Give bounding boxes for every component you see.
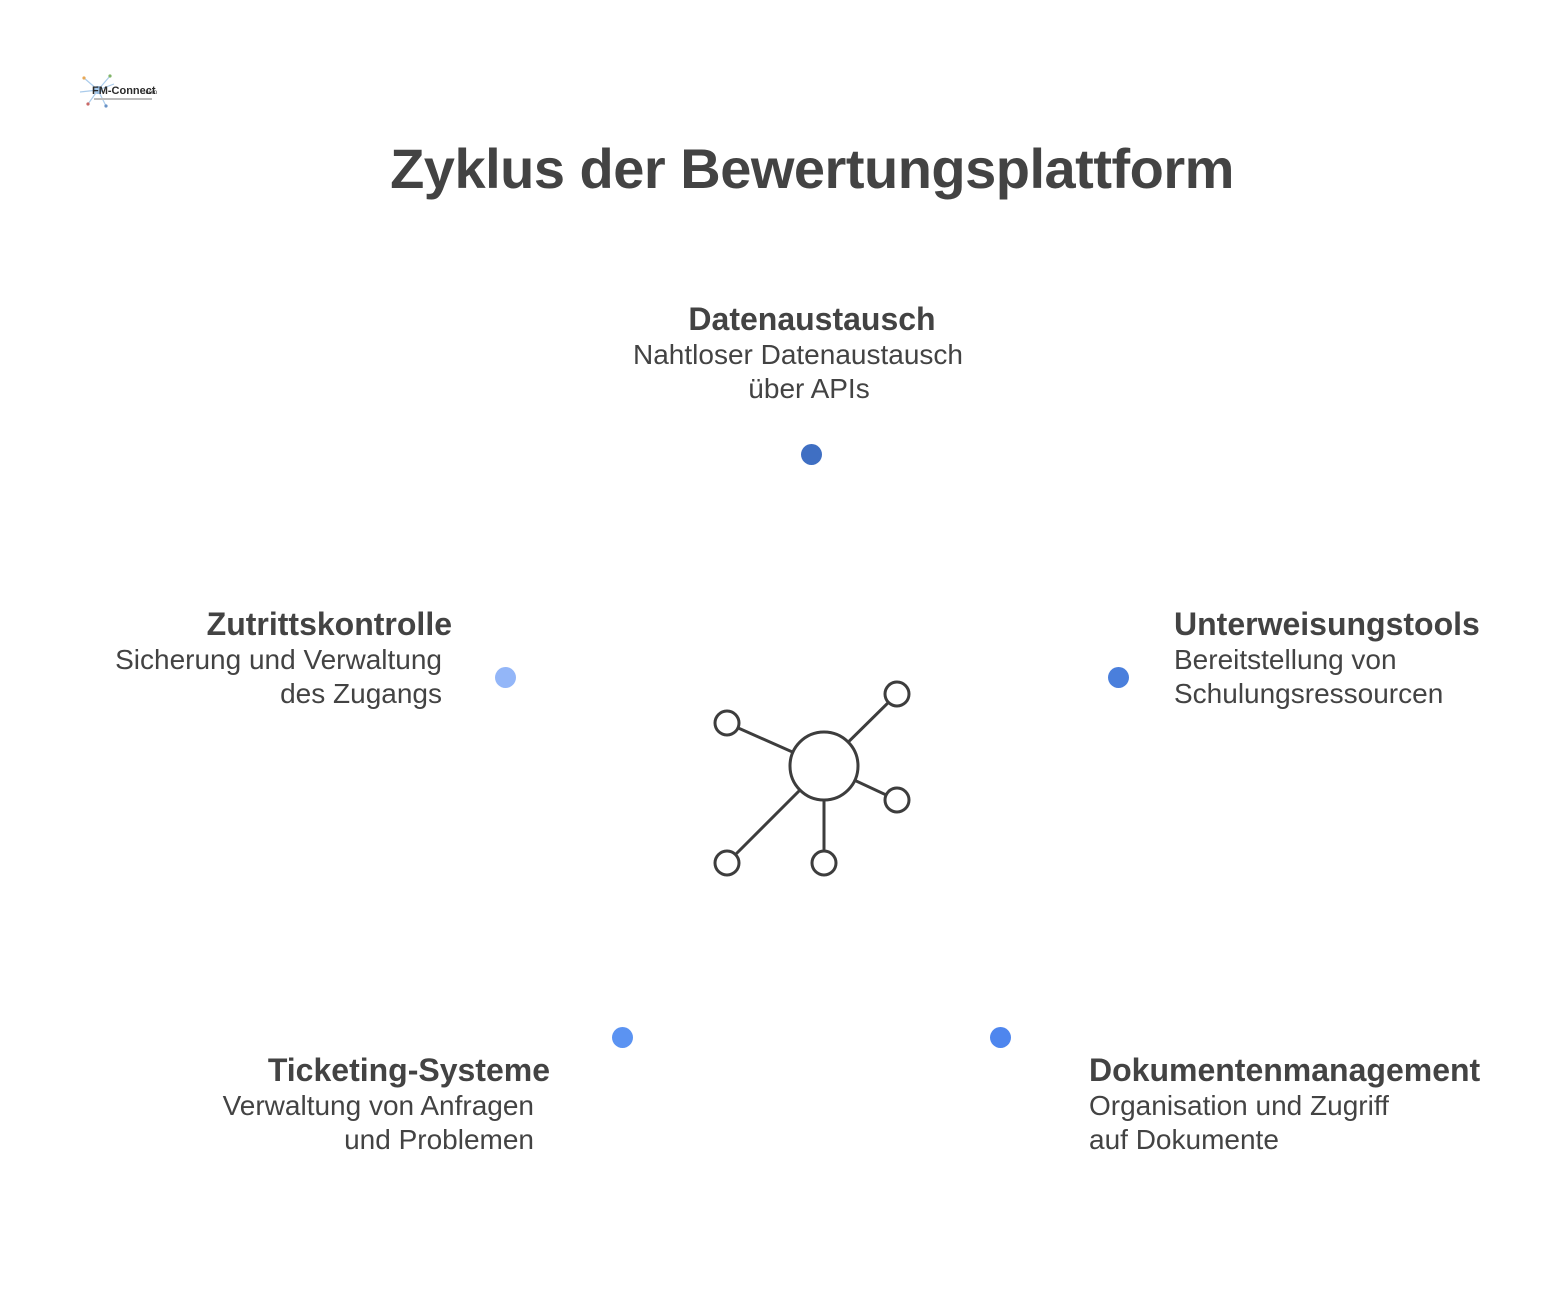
diagram-title: Zyklus der Bewertungsplattform <box>390 137 1234 200</box>
svg-text:FM-Connect: FM-Connect <box>92 85 156 97</box>
svg-text:.com: .com <box>144 90 157 96</box>
cycle-dot-unterweisungstools <box>1108 667 1129 688</box>
network-hub-icon <box>700 670 930 890</box>
node-title: Dokumentenmanagement <box>1089 1052 1481 1088</box>
node-unterweisungstools: Unterweisungstools Bereitstellung von Sc… <box>1174 605 1534 711</box>
node-description: Verwaltung von Anfragen und Problemen <box>160 1089 550 1157</box>
node-description-line: Organisation und Zugriff <box>1089 1090 1389 1121</box>
node-description-line: des Zugangs <box>280 678 442 709</box>
node-title: Zutrittskontrolle <box>206 606 452 642</box>
node-description-line: Bereitstellung von <box>1174 644 1397 675</box>
cycle-dot-ticketing-systeme <box>612 1027 633 1048</box>
node-description: Bereitstellung von Schulungsressourcen <box>1174 643 1534 711</box>
node-datenaustausch: Datenaustausch Nahtloser Datenaustausch … <box>560 300 1064 406</box>
node-description: Sicherung und Verwaltung des Zugangs <box>60 643 452 711</box>
node-description-line: Nahtloser Datenaustausch <box>633 339 963 370</box>
node-description: Nahtloser Datenaustausch über APIs <box>560 338 1064 406</box>
node-description-line: Schulungsressourcen <box>1174 678 1444 709</box>
node-ticketing-systeme: Ticketing-Systeme Verwaltung von Anfrage… <box>160 1051 550 1157</box>
cycle-dot-dokumentenmanagement <box>990 1027 1011 1048</box>
cycle-dot-datenaustausch <box>801 444 822 465</box>
cycle-dot-zutrittskontrolle <box>495 667 516 688</box>
fm-connect-logo: FM-Connect .com <box>78 70 162 110</box>
node-description-line: auf Dokumente <box>1089 1124 1279 1155</box>
node-dokumentenmanagement: Dokumentenmanagement Organisation und Zu… <box>1089 1051 1529 1157</box>
node-zutrittskontrolle: Zutrittskontrolle Sicherung und Verwaltu… <box>60 605 452 711</box>
node-description-line: und Problemen <box>344 1124 534 1155</box>
node-description-line: Verwaltung von Anfragen <box>222 1090 534 1121</box>
node-description-line: Sicherung und Verwaltung <box>115 644 442 675</box>
node-title: Ticketing-Systeme <box>267 1052 550 1088</box>
node-title: Datenaustausch <box>688 301 936 337</box>
node-title: Unterweisungstools <box>1174 606 1480 642</box>
node-description-line: über APIs <box>748 373 870 404</box>
node-description: Organisation und Zugriff auf Dokumente <box>1089 1089 1529 1157</box>
